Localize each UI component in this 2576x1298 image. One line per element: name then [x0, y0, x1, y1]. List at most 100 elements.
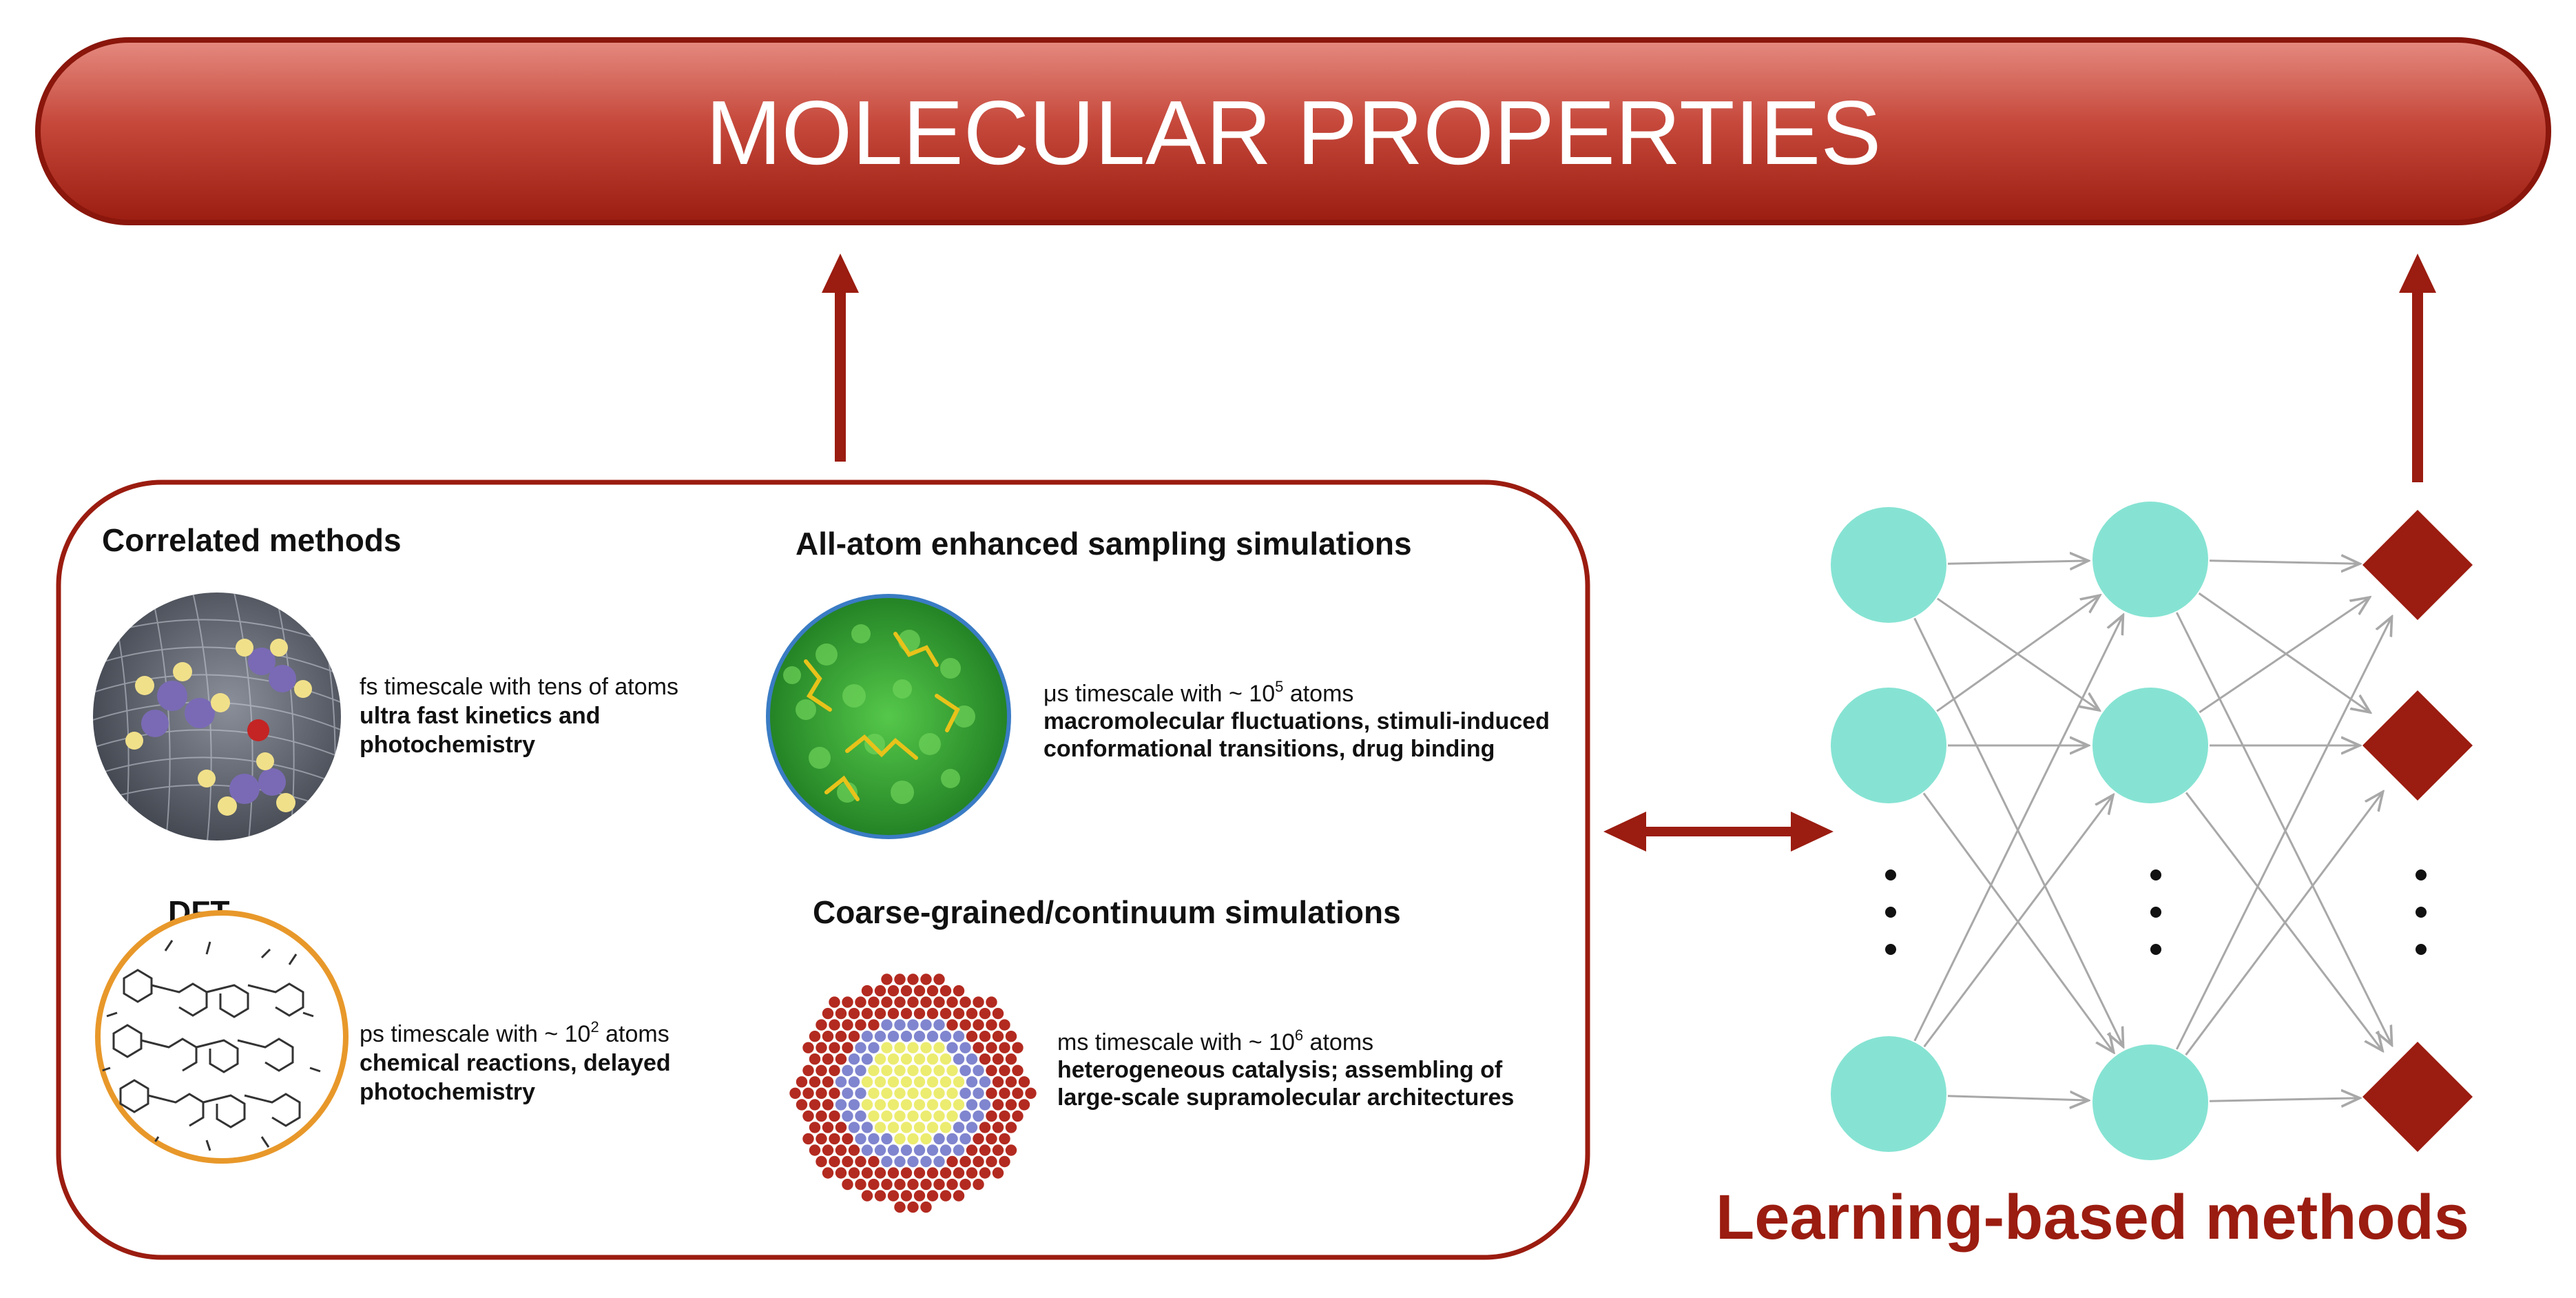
protein-simulation-image	[766, 594, 1011, 839]
cg-particle	[861, 1007, 873, 1020]
cg-particle	[999, 1133, 1010, 1145]
banner-title: MOLECULAR PROPERTIES	[706, 82, 1882, 183]
dft-line3: photochemistry	[360, 1079, 535, 1105]
cg-particle	[1018, 1099, 1030, 1111]
cg-particle	[874, 1007, 886, 1020]
cg-particle	[986, 1019, 997, 1031]
cg-particle	[953, 1099, 965, 1111]
cg-particle	[933, 1178, 945, 1191]
cg-particle	[946, 1019, 958, 1031]
cg-particle	[907, 1064, 919, 1077]
cg-particle	[959, 1155, 971, 1168]
cg-particle	[894, 1178, 906, 1191]
cg-particle	[979, 1167, 991, 1179]
cg-particle	[933, 1087, 945, 1100]
cg-particle	[789, 1087, 801, 1100]
cg-particle	[999, 1155, 1010, 1168]
all-atom-section: All-atom enhanced sampling simulations	[766, 526, 1550, 839]
cg-particle	[973, 1042, 984, 1053]
cg-particle	[900, 1167, 913, 1179]
double-arrow-physics-learning	[1603, 812, 1834, 852]
cg-particle	[802, 1133, 814, 1145]
cg-particle	[986, 1042, 997, 1053]
cg-particle	[953, 1007, 965, 1020]
cg-particle	[822, 1167, 834, 1179]
cg-particle	[979, 1099, 991, 1111]
cg-particle	[926, 1053, 939, 1065]
cg-particle	[933, 973, 945, 985]
cg-particle	[874, 1099, 886, 1111]
cg-particle	[868, 1019, 880, 1031]
cg-particle	[835, 1144, 847, 1156]
cg-particle	[855, 1155, 866, 1168]
molecule-cluster	[125, 639, 312, 816]
cg-particle	[822, 1144, 834, 1156]
cg-particle	[979, 1053, 991, 1065]
cg-particle	[855, 1042, 866, 1053]
cg-particle	[855, 996, 866, 1008]
cg-particle	[979, 1007, 991, 1020]
cg-particle	[913, 1076, 926, 1088]
cg-particle	[1018, 1076, 1030, 1088]
cg-particle	[1012, 1042, 1024, 1053]
hidden-node	[2092, 688, 2208, 803]
cg-particle	[926, 1122, 939, 1133]
cg-particle	[796, 1076, 808, 1088]
cg-particle	[966, 1007, 978, 1020]
cg-particle	[881, 1064, 893, 1077]
cg-particle	[946, 1042, 958, 1053]
dft-line2: chemical reactions, delayed	[360, 1050, 671, 1076]
cg-particle	[920, 1155, 932, 1168]
cg-particle	[881, 1019, 893, 1031]
cg-particle	[933, 996, 945, 1008]
cg-particle	[953, 1031, 965, 1042]
cg-particle	[959, 1133, 971, 1145]
cg-particle	[946, 1178, 958, 1191]
cg-particle	[822, 1076, 834, 1088]
cg-particle	[842, 1019, 853, 1031]
cg-particle	[802, 1087, 814, 1100]
cg-particle	[907, 996, 919, 1008]
cg-particle	[816, 1087, 827, 1100]
cg-particle	[992, 1031, 1004, 1042]
cg-particle	[900, 1076, 913, 1088]
correlated-line1: fs timescale with tens of atoms	[360, 674, 678, 700]
cg-particle	[926, 1007, 939, 1020]
cg-particle	[920, 1178, 932, 1191]
cg-particle	[822, 1122, 834, 1133]
cg-particle	[802, 1064, 814, 1077]
cg-particle	[822, 1031, 834, 1042]
cg-particle	[907, 1110, 919, 1122]
cg-particle	[1025, 1087, 1037, 1100]
ellipsis-dots	[1885, 869, 2427, 955]
cg-particle	[848, 1076, 860, 1088]
input-layer	[1831, 507, 1946, 1152]
cg-particle	[835, 1031, 847, 1042]
cg-particle	[861, 1190, 873, 1202]
cg-particle	[829, 996, 840, 1008]
cg-particle	[973, 1110, 984, 1122]
cg-particle	[855, 1087, 866, 1100]
cg-particle	[939, 1190, 952, 1202]
cg-particle	[966, 1031, 978, 1042]
correlated-line2: ultra fast kinetics and	[360, 703, 601, 729]
cg-particle	[959, 1087, 971, 1100]
cg-particle	[913, 1122, 926, 1133]
cg-particle	[973, 1133, 984, 1145]
cg-particle	[861, 1122, 873, 1133]
cg-particle	[926, 1190, 939, 1202]
cg-particle	[966, 1144, 978, 1156]
cg-particle	[829, 1019, 840, 1031]
cg-particle	[829, 1087, 840, 1100]
cg-particle	[973, 1019, 984, 1031]
cg-particle	[999, 1110, 1010, 1122]
all-atom-line2: macromolecular fluctuations, stimuli-ind…	[1043, 708, 1550, 734]
network-edge	[2175, 617, 2391, 1050]
cg-particle	[999, 1019, 1010, 1031]
cg-particle	[913, 1007, 926, 1020]
cg-particle	[920, 1019, 932, 1031]
cg-particle	[973, 1155, 984, 1168]
cg-particle	[887, 1167, 900, 1179]
banner: MOLECULAR PROPERTIES	[35, 37, 2551, 225]
